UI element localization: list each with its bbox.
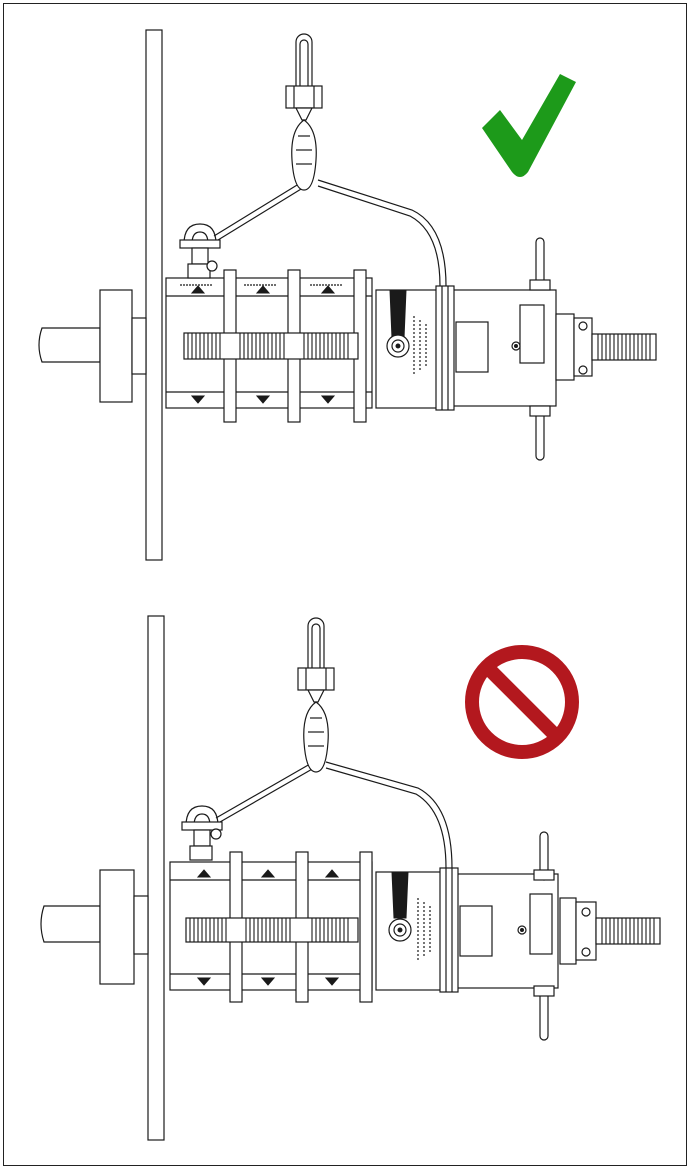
lead-screw <box>183 332 359 360</box>
prohibited-icon <box>465 645 579 759</box>
shaft-collar <box>99 289 133 403</box>
panel-correct-lifting <box>0 0 690 580</box>
sling-right <box>325 761 453 869</box>
correct-lifting-illustration <box>38 29 657 561</box>
sling-left <box>213 181 303 237</box>
shaft-stub <box>40 905 101 943</box>
output-screw <box>591 333 657 361</box>
flange-plate <box>145 29 163 561</box>
shaft-collar <box>99 869 135 985</box>
incorrect-lifting-illustration <box>40 615 661 1141</box>
panel-incorrect-lifting <box>0 588 690 1168</box>
checkmark-icon <box>482 74 576 177</box>
flange-plate <box>147 615 165 1141</box>
figure-border <box>3 3 687 1166</box>
shaft-stub <box>38 327 101 363</box>
sling-right <box>317 179 447 287</box>
output-screw <box>595 917 661 945</box>
sling-left <box>215 763 311 819</box>
shaft-hub <box>131 317 147 375</box>
lead-screw <box>185 917 359 943</box>
shaft-hub <box>133 895 149 955</box>
